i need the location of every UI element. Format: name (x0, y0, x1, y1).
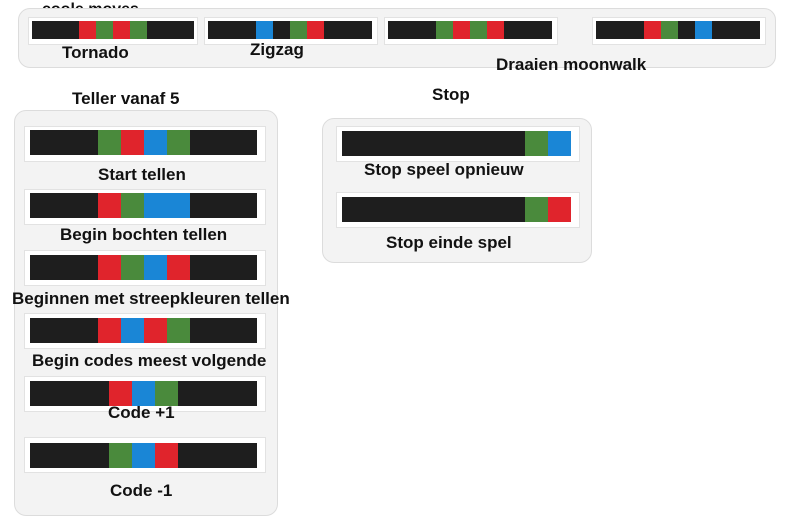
stop-einde-strip (342, 197, 571, 222)
move-moonwalk-strip (596, 21, 760, 39)
code-minus-one-strip (30, 443, 257, 468)
green-segment (166, 318, 190, 343)
code-plus-one-label: Code +1 (108, 403, 175, 422)
red-segment (113, 21, 130, 39)
move-zigzag-strip (208, 21, 372, 39)
green-segment (120, 255, 144, 280)
stop-opnieuw-strip (342, 131, 571, 156)
red-segment (166, 255, 190, 280)
blue-segment (143, 193, 167, 218)
stop-title: Stop (432, 85, 470, 104)
red-segment (143, 318, 167, 343)
blue-segment (256, 21, 273, 39)
green-segment (97, 130, 121, 155)
move-tornado-label: Tornado (62, 43, 129, 62)
move-tornado-strip (32, 21, 194, 39)
green-segment (290, 21, 307, 39)
red-segment (487, 21, 504, 39)
green-segment (525, 197, 548, 222)
green-segment (130, 21, 147, 39)
blue-segment (548, 131, 571, 156)
red-segment (97, 193, 121, 218)
green-segment (661, 21, 678, 39)
blue-segment (143, 255, 167, 280)
green-segment (166, 130, 190, 155)
code-meest-volgende-label: Begin codes meest volgende (32, 351, 267, 370)
green-segment (470, 21, 487, 39)
green-segment (436, 21, 453, 39)
green-segment (109, 443, 132, 468)
move-moonwalk-label: Draaien moonwalk (496, 55, 647, 74)
move-third-strip (388, 21, 552, 39)
code-streepkleuren-strip (30, 255, 257, 280)
blue-segment (120, 318, 144, 343)
green-segment (120, 193, 144, 218)
code-start-tellen-strip (30, 130, 257, 155)
black-segment (678, 21, 695, 39)
code-plus-one-strip (30, 381, 257, 406)
black-segment (273, 21, 290, 39)
red-segment (644, 21, 661, 39)
code-minus-one-label: Code -1 (110, 481, 173, 500)
stop-opnieuw-label: Stop speel opnieuw (364, 160, 524, 179)
green-segment (155, 381, 178, 406)
red-segment (155, 443, 178, 468)
red-segment (307, 21, 324, 39)
code-start-tellen-label: Start tellen (98, 165, 186, 184)
red-segment (453, 21, 470, 39)
green-segment (525, 131, 548, 156)
code-bochten-strip (30, 193, 257, 218)
code-meest-volgende-strip (30, 318, 257, 343)
green-segment (96, 21, 113, 39)
red-segment (97, 255, 121, 280)
red-segment (548, 197, 571, 222)
move-zigzag-label: Zigzag (250, 40, 304, 59)
blue-segment (132, 443, 155, 468)
red-segment (120, 130, 144, 155)
counter-title: Teller vanaf 5 (72, 89, 180, 108)
blue-segment (143, 130, 167, 155)
red-segment (79, 21, 96, 39)
blue-segment (132, 381, 155, 406)
code-streepkleuren-label: Beginnen met streepkleuren tellen (12, 289, 290, 308)
code-bochten-label: Begin bochten tellen (60, 225, 228, 244)
stop-einde-label: Stop einde spel (386, 233, 512, 252)
blue-segment (166, 193, 190, 218)
red-segment (109, 381, 132, 406)
blue-segment (695, 21, 712, 39)
red-segment (97, 318, 121, 343)
